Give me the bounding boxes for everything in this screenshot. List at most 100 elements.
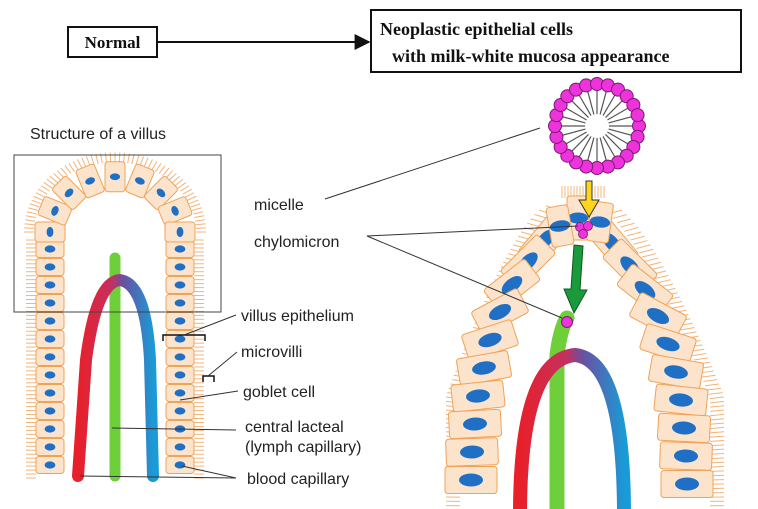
epithelial-cell — [444, 466, 498, 494]
epithelial-cell — [629, 292, 687, 340]
epithelial-cell — [165, 366, 195, 384]
nucleus — [501, 276, 523, 294]
nucleus — [460, 445, 484, 459]
epithelial-cell — [35, 294, 65, 312]
nucleus — [463, 417, 487, 431]
epithelial-cell — [35, 366, 65, 384]
epithelial-cell — [52, 175, 86, 210]
epithelial-cell — [165, 258, 195, 276]
epithelial-cell — [653, 383, 709, 417]
nucleus — [174, 299, 186, 307]
nucleus — [646, 307, 670, 325]
nucleus — [44, 353, 56, 361]
epithelial-cell — [35, 240, 65, 258]
label-lymph-capillary: (lymph capillary) — [245, 439, 361, 456]
nucleus — [64, 188, 74, 198]
nucleus — [174, 461, 186, 469]
epithelial-cell — [75, 163, 105, 199]
epithelial-cell — [660, 470, 714, 498]
normal-box: Normal — [67, 26, 158, 58]
epithelial-cell — [659, 441, 713, 471]
nucleus — [44, 263, 56, 271]
nucleus — [44, 299, 56, 307]
villus-structure-title: Structure of a villus — [30, 126, 166, 143]
epithelial-cell — [35, 348, 65, 366]
nucleus — [656, 336, 680, 352]
green-arrow-icon — [563, 244, 588, 315]
epithelial-cell — [586, 200, 614, 244]
nucleus — [459, 473, 483, 487]
right-villus — [444, 186, 725, 509]
right-epithelial-cells — [444, 195, 714, 498]
label-goblet-cell: goblet cell — [243, 384, 315, 401]
left-leader-lines — [79, 314, 239, 479]
normal-label: Normal — [85, 33, 141, 52]
epithelial-cell — [35, 456, 65, 474]
epithelial-cell — [461, 319, 519, 361]
epithelial-cell — [165, 438, 195, 456]
nucleus — [478, 332, 502, 348]
nucleus — [174, 371, 186, 379]
nucleus — [174, 245, 186, 253]
nucleus — [674, 449, 698, 463]
epithelial-cell — [37, 196, 73, 226]
neoplastic-title-line1: Neoplastic epithelial cells — [380, 19, 573, 39]
epithelial-cell — [35, 330, 65, 348]
left-villus — [24, 152, 206, 482]
epithelial-cell — [165, 240, 195, 258]
nucleus — [174, 281, 186, 289]
epithelial-cell — [456, 350, 512, 386]
nucleus — [174, 335, 186, 343]
nucleus — [44, 281, 56, 289]
right-central-lacteal — [549, 310, 575, 509]
nucleus — [109, 173, 121, 181]
left-epithelial-cells — [34, 161, 196, 474]
epithelial-cell — [165, 294, 195, 312]
nucleus — [51, 205, 59, 216]
epithelial-cell — [165, 348, 195, 366]
epithelial-cell — [165, 456, 195, 474]
epithelial-cell — [34, 221, 66, 243]
epithelial-cell — [656, 412, 712, 444]
nucleus — [44, 389, 56, 397]
epithelial-cell — [157, 196, 193, 226]
nucleus — [472, 361, 496, 375]
nucleus — [174, 263, 186, 271]
nucleus — [44, 425, 56, 433]
neoplastic-box: Neoplastic epithelial cells with milk-wh… — [370, 9, 742, 73]
epithelial-cell — [35, 384, 65, 402]
epithelial-cell — [35, 402, 65, 420]
nucleus — [44, 335, 56, 343]
epithelial-cell — [35, 312, 65, 330]
left-microvilli — [24, 152, 206, 479]
nucleus — [44, 407, 56, 415]
epithelial-cell — [165, 402, 195, 420]
nucleus — [85, 177, 96, 185]
label-blood-capillary: blood capillary — [247, 471, 349, 488]
nucleus — [174, 389, 186, 397]
nucleus — [44, 461, 56, 469]
chylomicron-particle-icon — [561, 316, 573, 328]
label-micelle: micelle — [254, 197, 304, 214]
epithelial-cell — [450, 379, 506, 413]
epithelial-cell — [447, 408, 503, 440]
nucleus — [44, 317, 56, 325]
epithelial-cell — [445, 437, 499, 467]
label-microvilli: microvilli — [241, 344, 302, 361]
nucleus — [567, 212, 589, 224]
epithelial-cell — [125, 163, 155, 199]
nucleus — [672, 421, 696, 435]
left-blood-capillary — [72, 273, 159, 482]
epithelial-cell — [35, 438, 65, 456]
nucleus — [156, 188, 166, 198]
nucleus — [664, 365, 688, 379]
epithelial-cell — [144, 175, 178, 210]
epithelial-cell — [35, 276, 65, 294]
right-blood-capillary — [513, 347, 631, 509]
micelle-icon — [548, 77, 646, 175]
label-chylomicron: chylomicron — [254, 234, 339, 251]
epithelial-cell — [165, 276, 195, 294]
nucleus — [466, 389, 490, 403]
epithelial-cell — [165, 312, 195, 330]
nucleus — [171, 205, 179, 216]
